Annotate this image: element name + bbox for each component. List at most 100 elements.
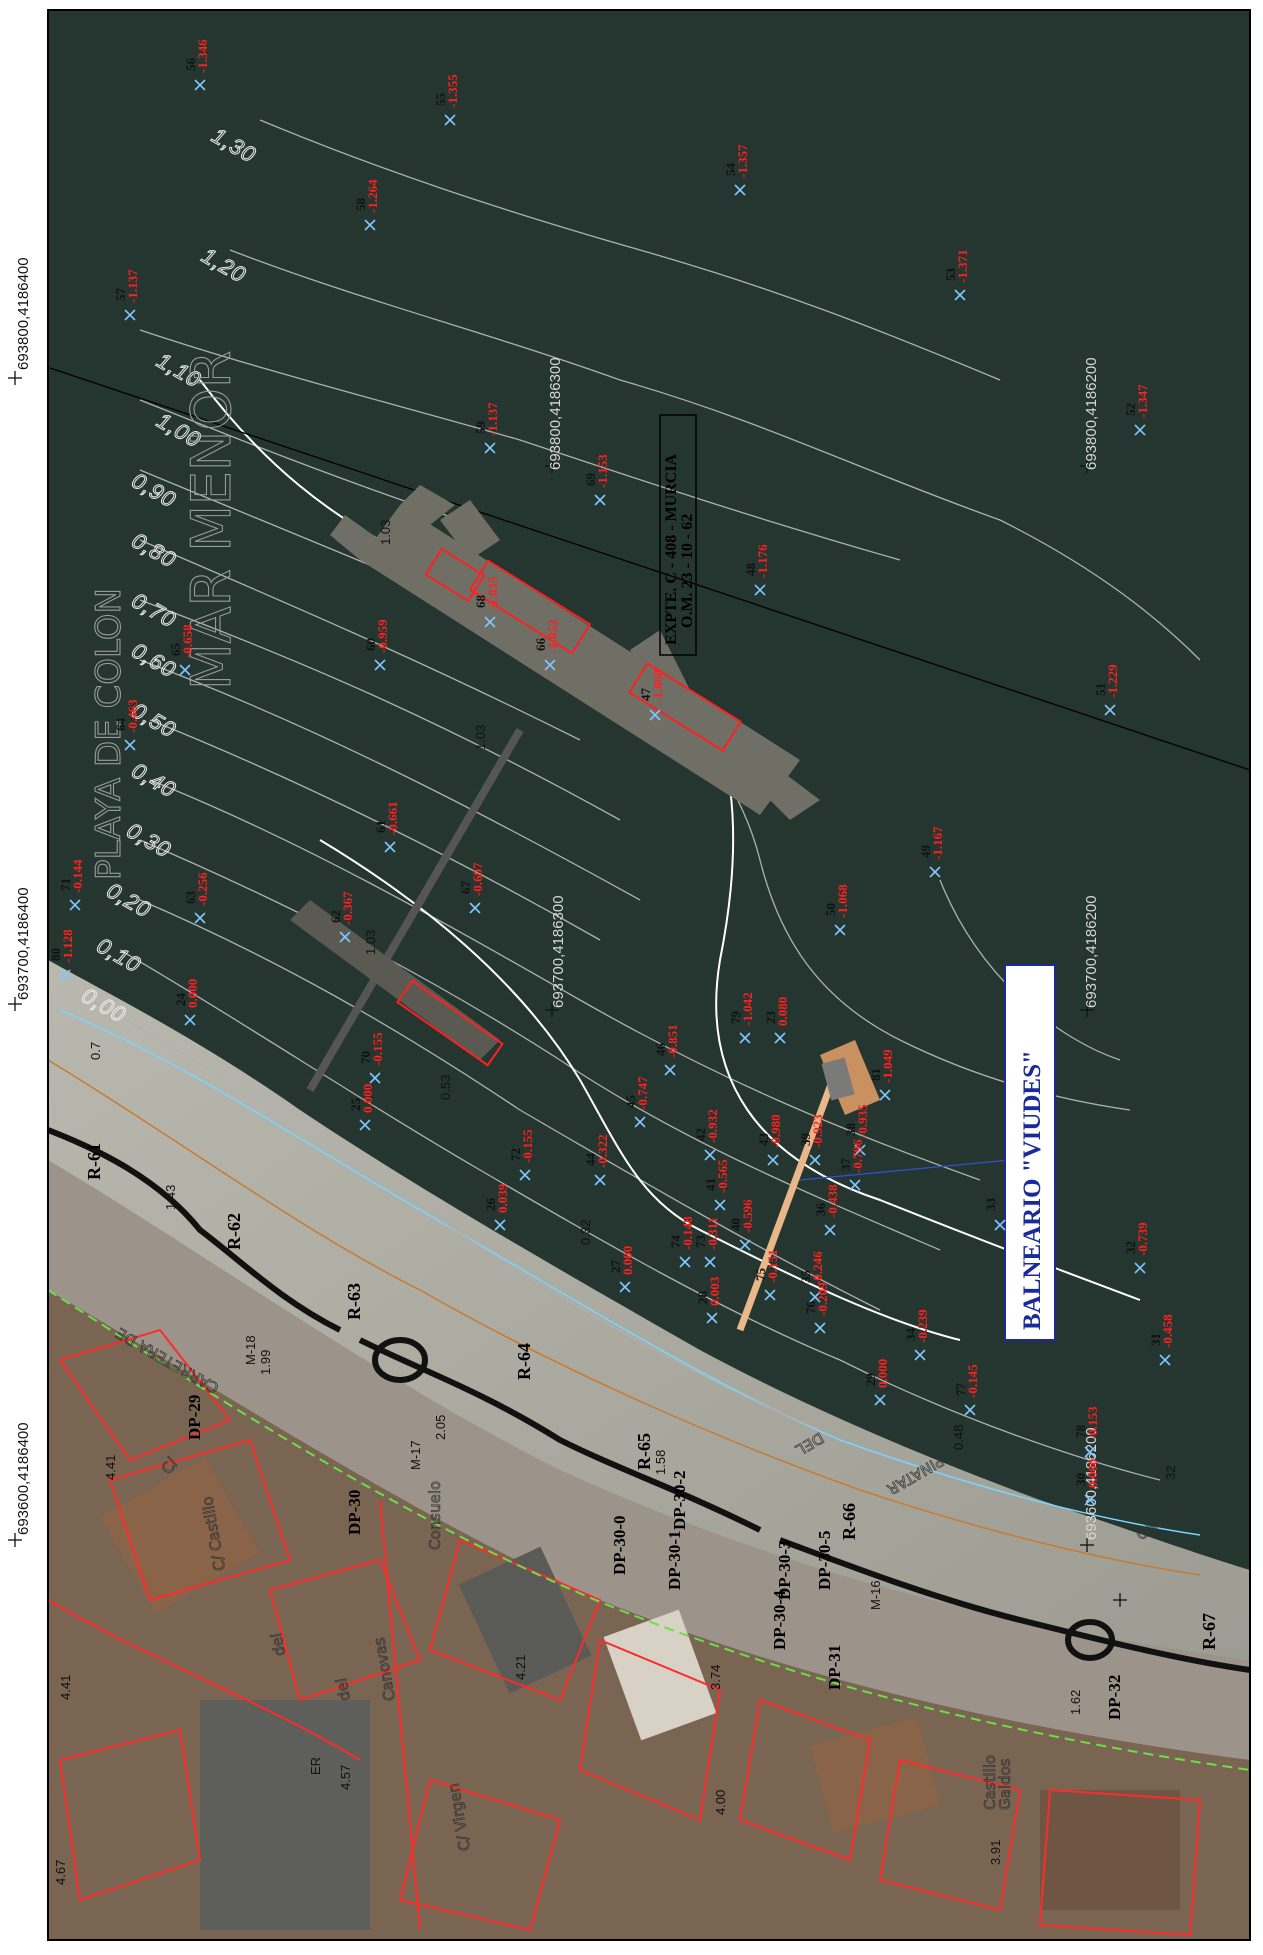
survey-point-value: -0.155 bbox=[370, 1032, 385, 1066]
survey-point-value: -0.661 bbox=[385, 801, 400, 835]
survey-point: 58-1.264 bbox=[353, 179, 380, 231]
survey-point-value: -0.367 bbox=[340, 891, 355, 925]
elevation-label: 1.99 bbox=[258, 1350, 273, 1375]
survey-point-value: -0.980 bbox=[768, 1114, 783, 1148]
survey-marker bbox=[124, 309, 136, 321]
survey-point-value: -1.176 bbox=[755, 544, 770, 578]
survey-marker bbox=[754, 584, 766, 596]
survey-marker bbox=[809, 1291, 821, 1303]
grid-coordinate-label: 693700,4186300 bbox=[550, 895, 567, 1008]
survey-point-value: -1.052 bbox=[545, 619, 560, 653]
elevation-label: 4.00 bbox=[713, 1790, 728, 1815]
survey-marker bbox=[1084, 1494, 1096, 1506]
elevation-label: 4.21 bbox=[513, 1655, 528, 1680]
survey-marker bbox=[809, 1154, 821, 1166]
balneario-label-box: BALNEARIO "VIUDES" bbox=[1004, 964, 1056, 1341]
survey-point-value: -0.438 bbox=[825, 1184, 840, 1218]
survey-point: 77-0.145 bbox=[953, 1364, 980, 1416]
survey-point: 81-1.049 bbox=[868, 1049, 895, 1101]
survey-point-value: -1.153 bbox=[595, 454, 610, 488]
survey-point: 250.000 bbox=[348, 1084, 375, 1131]
blue-line bbox=[799, 1159, 1011, 1181]
elevation-label: 4.41 bbox=[58, 1675, 73, 1700]
revetment-label: R-65 bbox=[634, 1433, 654, 1470]
dp-label: DP-30-1 bbox=[665, 1531, 684, 1590]
survey-point: 59-1.137 bbox=[473, 402, 500, 454]
survey-point: 72-0.155 bbox=[508, 1129, 535, 1181]
survey-point-id: 63 bbox=[183, 891, 198, 905]
survey-point-id: 52 bbox=[1123, 403, 1138, 416]
survey-point-id: 59 bbox=[473, 421, 488, 435]
survey-point-value: -1.167 bbox=[930, 826, 945, 860]
survey-point-id: 61 bbox=[373, 820, 388, 833]
survey-marker bbox=[384, 841, 396, 853]
area-name-line2: PLAYA DE COLON bbox=[89, 588, 129, 880]
survey-point: 70-0.155 bbox=[358, 1032, 385, 1084]
survey-point-id: 37 bbox=[838, 1158, 853, 1172]
breakwaters bbox=[46, 1127, 1251, 1673]
main-pier bbox=[330, 485, 820, 820]
building-block bbox=[458, 1546, 592, 1694]
survey-point-id: 58 bbox=[353, 198, 368, 212]
dp-label: DP-31 bbox=[825, 1645, 844, 1690]
survey-point-id: 73 bbox=[693, 1235, 708, 1249]
survey-point-value: 0.003 bbox=[707, 1276, 722, 1306]
survey-point-id: 76 bbox=[803, 1301, 818, 1315]
survey-point: 38-0.935 bbox=[843, 1104, 870, 1156]
survey-point-id: 54 bbox=[723, 163, 738, 177]
survey-marker bbox=[1159, 1354, 1171, 1366]
survey-marker bbox=[594, 1174, 606, 1186]
survey-marker bbox=[849, 1179, 861, 1191]
survey-point-id: 27 bbox=[608, 1260, 623, 1274]
survey-point-value: 0.080 bbox=[775, 997, 790, 1026]
survey-point: 290.000 bbox=[863, 1359, 890, 1406]
survey-marker bbox=[339, 931, 351, 943]
survey-point-id: 72 bbox=[508, 1148, 523, 1161]
building-roof bbox=[810, 1717, 940, 1833]
survey-point-value: -0.923 bbox=[810, 1114, 825, 1148]
survey-point: 31-0.458 bbox=[1148, 1314, 1175, 1366]
survey-marker bbox=[469, 902, 481, 914]
survey-point-value: 0.000 bbox=[360, 1084, 375, 1113]
survey-point: 74-0.148 bbox=[668, 1216, 695, 1268]
survey-point-id: 35 bbox=[798, 1270, 813, 1284]
dp-label: DP-30 bbox=[345, 1490, 364, 1535]
survey-point-value: -1.347 bbox=[1135, 384, 1150, 418]
survey-point: 79-1.042 bbox=[728, 992, 755, 1044]
survey-point-id: 32 bbox=[1123, 1241, 1138, 1254]
survey-point: 53-1.371 bbox=[943, 249, 970, 301]
survey-marker bbox=[704, 1256, 716, 1268]
survey-marker bbox=[124, 739, 136, 751]
survey-marker bbox=[544, 659, 556, 671]
survey-marker bbox=[664, 1064, 676, 1076]
survey-point: 80-1.128 bbox=[48, 929, 75, 981]
survey-point-id: 53 bbox=[943, 268, 958, 282]
survey-point-value: -1.042 bbox=[740, 992, 755, 1026]
survey-point-id: 71 bbox=[58, 878, 73, 891]
survey-point: 71-0.144 bbox=[58, 859, 85, 911]
survey-marker bbox=[879, 1089, 891, 1101]
elevation-label: 4.67 bbox=[53, 1860, 68, 1885]
street-label: del bbox=[332, 1677, 354, 1703]
survey-point: 47-1.068 bbox=[638, 669, 665, 721]
survey-marker bbox=[179, 664, 191, 676]
survey-marker bbox=[634, 1116, 646, 1128]
survey-point-id: 66 bbox=[533, 638, 548, 652]
grid-coordinate-label: 693600,4186400 bbox=[15, 1422, 32, 1535]
building-label: ER bbox=[308, 1757, 323, 1775]
elevation-label: 4.57 bbox=[338, 1765, 353, 1790]
survey-point-value: -1.137 bbox=[125, 269, 140, 303]
survey-marker bbox=[739, 1239, 751, 1251]
survey-marker bbox=[519, 1169, 531, 1181]
survey-point-id: 26 bbox=[483, 1198, 498, 1212]
survey-point: 260.039 bbox=[483, 1183, 510, 1231]
survey-point-value: -0.148 bbox=[680, 1216, 695, 1250]
grid-coordinate-label: 693700,4186200 bbox=[1083, 895, 1100, 1008]
survey-marker bbox=[1134, 1262, 1146, 1274]
street-label: Galdos bbox=[996, 1758, 1014, 1810]
survey-marker bbox=[364, 219, 376, 231]
street-label: Consuelo bbox=[426, 1481, 444, 1550]
survey-point-value: -0.322 bbox=[595, 1134, 610, 1168]
survey-marker bbox=[824, 1224, 836, 1236]
survey-point: 62-0.367 bbox=[328, 891, 355, 943]
